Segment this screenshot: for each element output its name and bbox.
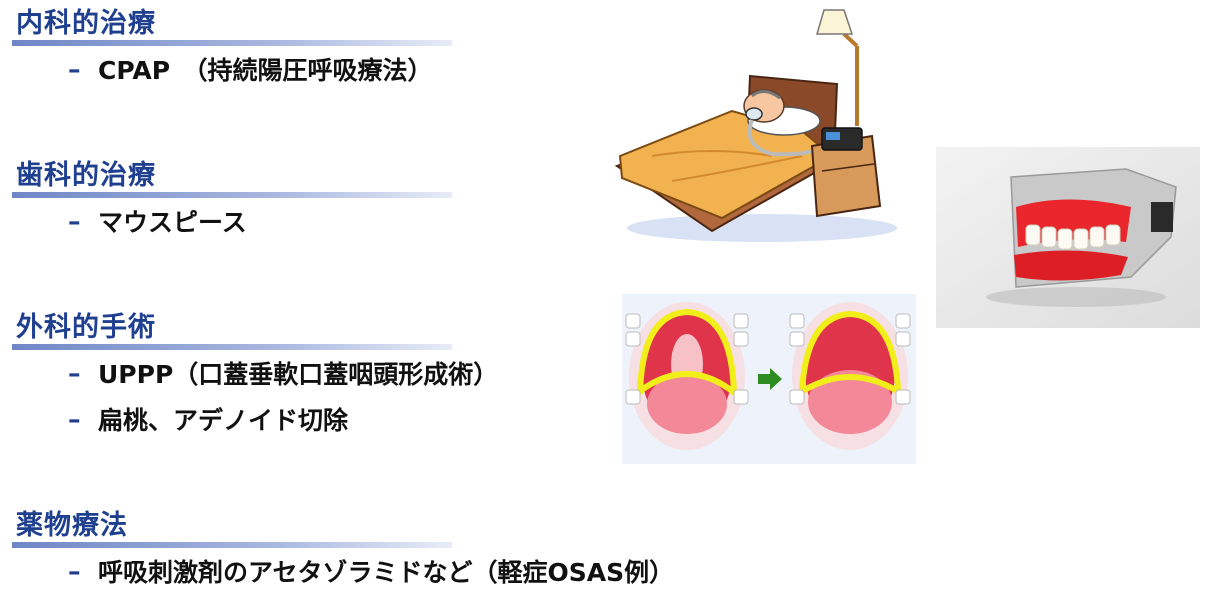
bullet-dash: – [68,556,81,586]
section-heading: 内科的治療 [0,6,452,46]
section-heading: 外科的手術 [0,310,452,350]
cpap-sleeping-illustration [614,9,897,242]
heading-text: 内科的治療 [16,8,156,39]
bullet-text: 呼吸刺激剤のアセタゾラミドなど（軽症OSAS例） [98,558,675,587]
arrow-right-icon [758,368,782,390]
section-heading: 薬物療法 [0,508,452,548]
bullet-dash: – [68,54,81,84]
bullet-item: – マウスピース [0,198,450,244]
throat-before-after-illustration [622,294,916,464]
bullet-text: UPPP（口蓋垂軟口蓋咽頭形成術） [98,360,499,389]
section-medication: 薬物療法 – 呼吸刺激剤のアセタゾラミドなど（軽症OSAS例） [0,508,674,594]
heading-underline [12,192,452,198]
bullet-item: – UPPP（口蓋垂軟口蓋咽頭形成術） [0,350,498,396]
heading-text: 薬物療法 [16,510,128,541]
bullet-item: – 扁桃、アデノイド切除 [0,396,498,442]
throat-before [625,302,749,450]
heading-text: 外科的手術 [16,312,156,343]
section-dental: 歯科的治療 – マウスピース [0,158,452,244]
bullet-dash: – [68,404,81,434]
bullet-item: – CPAP （持続陽圧呼吸療法） [0,46,450,92]
bullet-text: マウスピース [98,208,247,237]
bullet-text: 扁桃、アデノイド切除 [98,406,349,435]
heading-underline [12,40,452,46]
heading-text: 歯科的治療 [16,160,156,191]
bullet-item: – 呼吸刺激剤のアセタゾラミドなど（軽症OSAS例） [0,548,674,594]
section-surgery: 外科的手術 – UPPP（口蓋垂軟口蓋咽頭形成術） – 扁桃、アデノイド切除 [0,310,498,442]
bullet-dash: – [68,206,81,236]
section-internal-medicine: 内科的治療 – CPAP （持続陽圧呼吸療法） [0,6,452,92]
bullet-text: CPAP （持続陽圧呼吸療法） [98,56,433,85]
section-heading: 歯科的治療 [0,158,452,198]
heading-underline [12,542,452,548]
throat-after [789,302,911,450]
heading-underline [12,344,452,350]
bullet-dash: – [68,358,81,388]
dental-model-illustration [936,147,1200,328]
